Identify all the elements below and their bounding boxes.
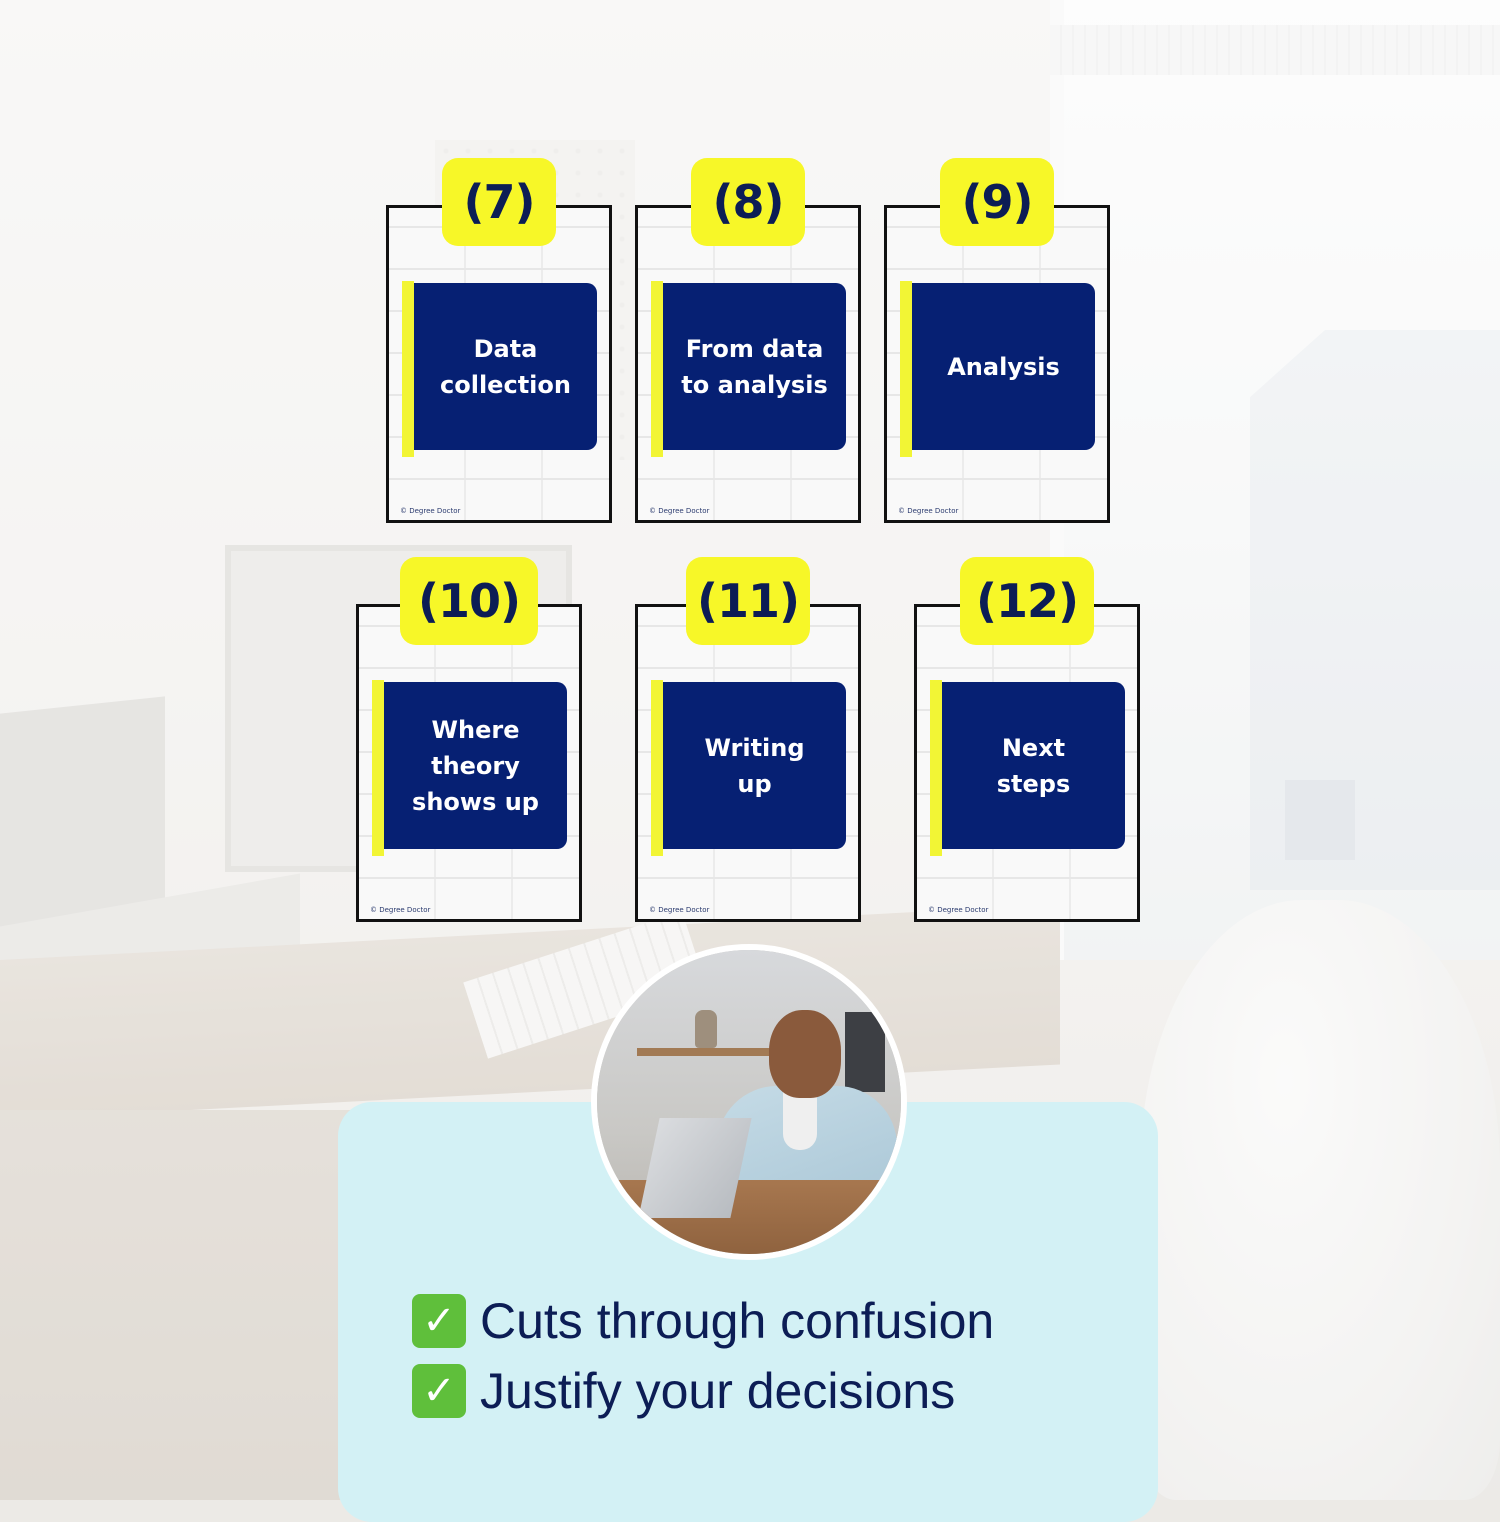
- copyright-text: © Degree Doctor: [370, 906, 431, 914]
- module-title: Data collection: [440, 334, 571, 399]
- copyright-text: © Degree Doctor: [649, 906, 710, 914]
- check-mark-icon: ✓: [412, 1294, 466, 1348]
- background-chair: [1140, 900, 1500, 1500]
- module-title: Next steps: [996, 733, 1071, 798]
- benefit-text: Justify your decisions: [480, 1363, 956, 1419]
- check-mark-icon: ✓: [412, 1364, 466, 1418]
- module-title: Writing up: [704, 733, 805, 798]
- copyright-text: © Degree Doctor: [898, 507, 959, 515]
- benefit-item: ✓ Cuts through confusion: [412, 1288, 994, 1354]
- module-title: Where theory shows up: [412, 715, 539, 816]
- module-number-badge: (7): [442, 158, 556, 246]
- accent-bar: [651, 281, 663, 457]
- module-title-box: Next steps: [942, 682, 1125, 849]
- module-number-badge: (9): [940, 158, 1054, 246]
- module-card-11: (11) Writing up © Degree Doctor: [635, 557, 861, 922]
- background-house-window: [1285, 780, 1355, 860]
- copyright-text: © Degree Doctor: [649, 507, 710, 515]
- module-card-12: (12) Next steps © Degree Doctor: [914, 557, 1140, 922]
- copyright-text: © Degree Doctor: [928, 906, 989, 914]
- module-title: Analysis: [947, 352, 1060, 381]
- photo-shelf: [637, 1048, 777, 1056]
- module-title-box: Writing up: [663, 682, 846, 849]
- accent-bar: [402, 281, 414, 457]
- module-card-10: (10) Where theory shows up © Degree Doct…: [356, 557, 582, 922]
- background-window-blind: [1050, 25, 1500, 75]
- module-title-box: From data to analysis: [663, 283, 846, 450]
- man-using-laptop-photo: [591, 944, 907, 1260]
- photo-wall-frame: [845, 1012, 885, 1092]
- module-card-8: (8) From data to analysis © Degree Docto…: [635, 158, 861, 523]
- module-card-9: (9) Analysis © Degree Doctor: [884, 158, 1110, 523]
- background-desk-front: [0, 1110, 360, 1500]
- module-number-badge: (12): [960, 557, 1094, 645]
- photo-vase: [695, 1010, 717, 1048]
- accent-bar: [930, 680, 942, 856]
- copyright-text: © Degree Doctor: [400, 507, 461, 515]
- module-number-badge: (11): [686, 557, 810, 645]
- accent-bar: [900, 281, 912, 457]
- photo-person-tee: [783, 1090, 817, 1150]
- accent-bar: [651, 680, 663, 856]
- benefit-item: ✓ Justify your decisions: [412, 1358, 994, 1424]
- module-number-badge: (8): [691, 158, 805, 246]
- module-title-box: Data collection: [414, 283, 597, 450]
- module-title: From data to analysis: [681, 334, 828, 399]
- benefits-list: ✓ Cuts through confusion ✓ Justify your …: [412, 1288, 994, 1428]
- module-title-box: Analysis: [912, 283, 1095, 450]
- module-card-7: (7) Data collection © Degree Doctor: [386, 158, 612, 523]
- benefit-text: Cuts through confusion: [480, 1293, 995, 1349]
- accent-bar: [372, 680, 384, 856]
- module-number-badge: (10): [400, 557, 538, 645]
- photo-person-head: [769, 1010, 841, 1098]
- module-title-box: Where theory shows up: [384, 682, 567, 849]
